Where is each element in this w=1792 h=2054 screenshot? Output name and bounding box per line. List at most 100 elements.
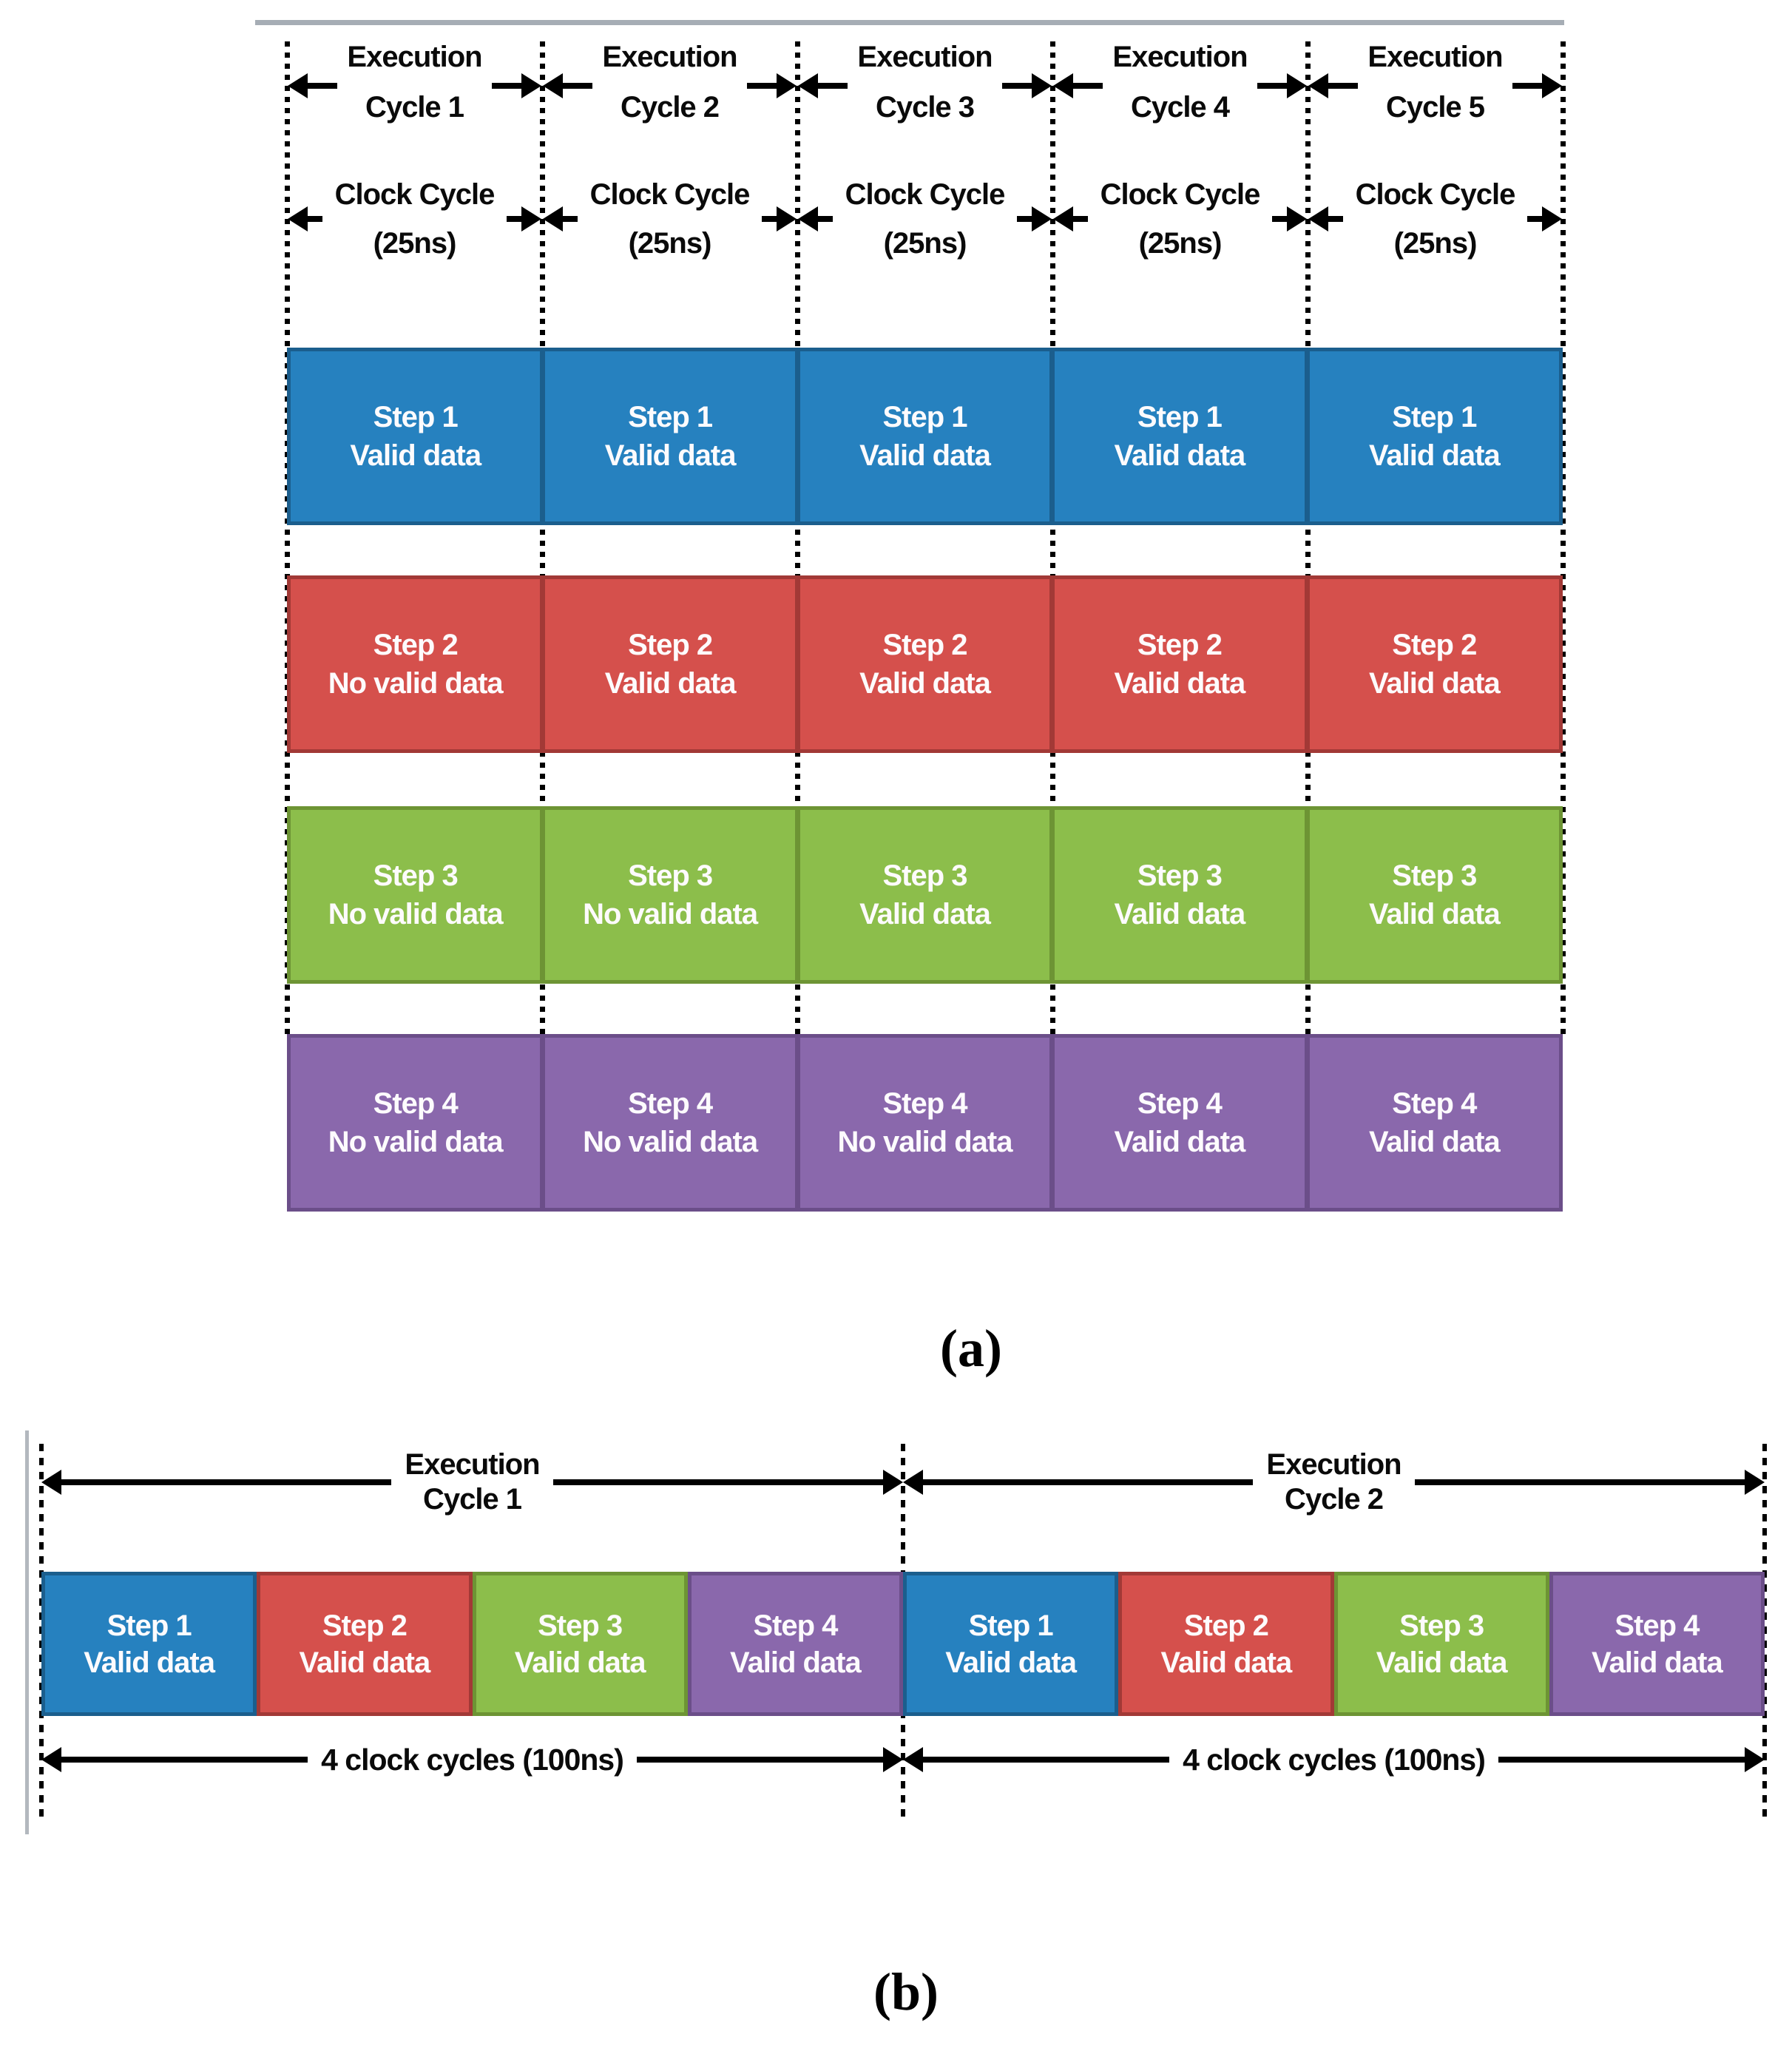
- arrow-tail: [1257, 83, 1291, 89]
- clock-cycle-label-line1: Clock Cycle: [589, 178, 751, 211]
- cell-data-label: No valid data: [328, 667, 504, 700]
- cell-data-label: Valid data: [1368, 439, 1501, 472]
- execution-cycle-label-line2: Cycle 3: [875, 91, 975, 124]
- cell-data-label: Valid data: [604, 667, 737, 700]
- cell-data-label: Valid data: [859, 898, 991, 930]
- arrow-right-icon: [1287, 73, 1307, 98]
- step-segment: Step 1 Valid data: [41, 1572, 257, 1716]
- dotted-guide-line: [540, 41, 545, 1034]
- arrow-tail: [558, 216, 578, 222]
- figure-a-top-rule: [255, 20, 1564, 25]
- cell-step-label: Step 4: [882, 1087, 967, 1120]
- arrow-right-icon: [883, 1747, 903, 1772]
- step-cell: Step 2 Valid data: [1049, 579, 1304, 749]
- arrow-tail: [1324, 216, 1343, 222]
- figure-b-caption: (b): [873, 1962, 939, 2021]
- execution-cycle-label-line2: Cycle 5: [1385, 91, 1485, 124]
- clock-cycles-span-arrow: 4 clock cycles (100ns): [903, 1740, 1765, 1780]
- arrow-right-icon: [521, 206, 541, 232]
- cell-data-label: Valid data: [1114, 667, 1246, 700]
- step-segment: Step 2 Valid data: [1118, 1572, 1334, 1716]
- arrow-right-icon: [777, 206, 797, 232]
- clock-cycle-label-line2: (25ns): [373, 227, 457, 260]
- segment-step-label: Step 1: [968, 1609, 1054, 1642]
- cell-data-label: Valid data: [859, 667, 991, 700]
- pipeline-bar-strip: Step 1 Valid data Step 2 Valid data Step 3 Va…: [41, 1572, 1765, 1716]
- cell-step-label: Step 2: [1392, 629, 1477, 661]
- segment-step-label: Step 3: [538, 1609, 623, 1642]
- step-cell: Step 1 Valid data: [540, 351, 794, 521]
- arrow-tail: [747, 83, 781, 89]
- cell-step-label: Step 3: [882, 859, 967, 892]
- execution-cycle-label-line1: Execution: [1112, 41, 1248, 73]
- cell-data-label: Valid data: [350, 439, 481, 472]
- segment-data-label: Valid data: [1160, 1646, 1293, 1679]
- execution-cycle-label-line1: Execution: [1266, 1448, 1402, 1481]
- segment-step-label: Step 3: [1399, 1609, 1484, 1642]
- step-cell: Step 2 No valid data: [291, 579, 540, 749]
- cell-step-label: Step 4: [628, 1087, 713, 1120]
- arrow-left-icon: [41, 1470, 61, 1495]
- execution-cycle-label-line2: Cycle 2: [1284, 1483, 1384, 1516]
- cell-step-label: Step 2: [628, 629, 713, 661]
- segment-data-label: Valid data: [84, 1646, 215, 1679]
- clock-cycles-label-text: 4 clock cycles (100ns): [321, 1742, 624, 1777]
- clock-cycles-label: 4 clock cycles (100ns): [308, 1743, 637, 1777]
- execution-cycle-label-line1: Execution: [602, 41, 737, 73]
- cell-step-label: Step 3: [373, 859, 459, 892]
- cell-data-label: Valid data: [1114, 439, 1246, 472]
- arrow-tail: [1324, 83, 1358, 89]
- segment-data-label: Valid data: [1592, 1646, 1723, 1679]
- arrow-tail: [923, 1757, 1170, 1763]
- arrow-tail: [492, 83, 526, 89]
- dotted-guide-line: [1561, 41, 1566, 1034]
- arrow-tail: [1527, 216, 1546, 222]
- clock-cycles-span-arrow: 4 clock cycles (100ns): [41, 1740, 903, 1780]
- segment-step-label: Step 4: [1615, 1609, 1700, 1642]
- dashed-guide-line: [1762, 1444, 1767, 1817]
- step-cell: Step 2 Valid data: [1304, 579, 1559, 749]
- cell-data-label: Valid data: [1368, 667, 1501, 700]
- clock-cycle-label-line2: (25ns): [883, 227, 967, 260]
- arrow-tail: [507, 216, 526, 222]
- cell-data-label: Valid data: [604, 439, 737, 472]
- cell-data-label: Valid data: [1368, 1126, 1501, 1158]
- cell-step-label: Step 2: [373, 629, 459, 661]
- clock-cycles-label: 4 clock cycles (100ns): [1169, 1743, 1498, 1777]
- arrow-right-icon: [1542, 206, 1562, 232]
- segment-step-label: Step 1: [106, 1609, 192, 1642]
- execution-cycle-label-line2: Cycle 1: [422, 1483, 522, 1516]
- cell-data-label: Valid data: [859, 439, 991, 472]
- arrow-right-icon: [1287, 206, 1307, 232]
- step-cell: Step 2 Valid data: [540, 579, 794, 749]
- cell-step-label: Step 2: [1137, 629, 1223, 661]
- clock-cycle-label-line2: (25ns): [628, 227, 712, 260]
- arrow-right-icon: [1745, 1470, 1765, 1495]
- clock-cycle-label-line1: Clock Cycle: [845, 178, 1006, 211]
- arrow-tail: [1414, 1479, 1745, 1485]
- clock-cycle-label-line2: (25ns): [1138, 227, 1223, 260]
- arrow-tail: [814, 83, 848, 89]
- arrow-right-icon: [1032, 206, 1052, 232]
- execution-cycle-label-line2: Cycle 1: [365, 91, 464, 124]
- cell-step-label: Step 1: [628, 401, 713, 433]
- segment-step-label: Step 2: [322, 1609, 408, 1642]
- clock-cycle-label-line2: (25ns): [1393, 227, 1478, 260]
- execution-cycle-label-line2: Cycle 2: [620, 91, 720, 124]
- segment-step-label: Step 2: [1183, 1609, 1269, 1642]
- segment-step-label: Step 4: [753, 1609, 838, 1642]
- arrow-tail: [1069, 216, 1088, 222]
- cell-step-label: Step 1: [882, 401, 967, 433]
